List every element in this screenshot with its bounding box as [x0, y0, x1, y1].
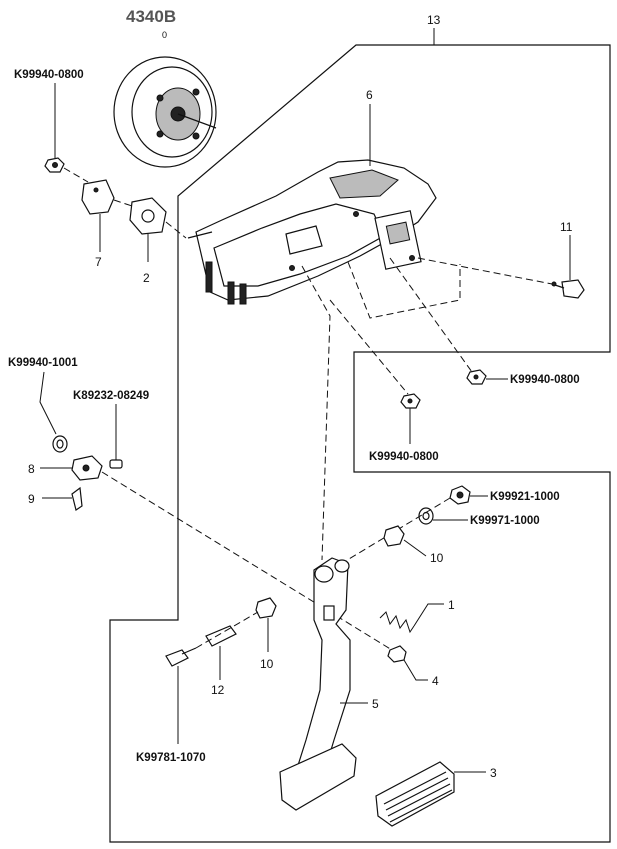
- callout-5: 5: [372, 697, 379, 711]
- brake-booster: [113, 56, 217, 168]
- sleeve-12: [205, 625, 237, 647]
- part-number-bottom: K99781-1070: [136, 752, 206, 764]
- callout-11: 11: [560, 220, 573, 234]
- callout-8: 8: [28, 462, 35, 476]
- callout-3: 3: [490, 766, 497, 780]
- callout-12: 12: [211, 683, 225, 697]
- part-number-left-1: K99940-1001: [8, 357, 78, 369]
- part-number-top-left: K99940-0800: [14, 69, 84, 81]
- bushing-10-left: [255, 597, 277, 619]
- part-number-left-2: K89232-08249: [73, 390, 149, 402]
- diagram-subtitle: 0: [162, 30, 167, 40]
- callout-4: 4: [432, 674, 439, 688]
- callout-6: 6: [366, 88, 373, 102]
- callout-10-left: 10: [260, 657, 274, 671]
- pin-left: [109, 459, 123, 469]
- nut-mid-right: [466, 369, 487, 385]
- callout-2: 2: [143, 271, 150, 285]
- part-number-nut: K99921-1000: [490, 491, 560, 503]
- nut-top-left: [44, 157, 65, 173]
- stop-lamp-switch-11: [551, 279, 585, 299]
- brake-pedal-5: [279, 557, 357, 811]
- callout-7: 7: [95, 255, 102, 269]
- bushing-10-right: [383, 525, 405, 547]
- callout-9: 9: [28, 492, 35, 506]
- nut-right: [449, 485, 471, 505]
- return-spring-1: [379, 611, 415, 634]
- bracket-7: [81, 179, 115, 215]
- assembly-frame: [109, 44, 611, 843]
- callout-10-right: 10: [430, 551, 444, 565]
- pedal-bracket-6: [187, 159, 437, 305]
- bolt-bottom: [165, 647, 197, 667]
- clip-9: [71, 486, 83, 511]
- washer-right: [418, 507, 434, 525]
- part-number-mid-lower: K99940-0800: [369, 451, 439, 463]
- clevis-8: [71, 455, 103, 481]
- part-number-washer: K99971-1000: [470, 515, 540, 527]
- part-number-mid-right: K99940-0800: [510, 374, 580, 386]
- bolt-4: [387, 645, 407, 663]
- gasket-2: [129, 197, 167, 235]
- pedal-pad-3: [375, 761, 455, 827]
- callout-1: 1: [448, 598, 455, 612]
- callout-13: 13: [427, 13, 441, 27]
- diagram-title: 4340B: [126, 7, 176, 26]
- nut-mid-lower: [400, 393, 421, 409]
- bushing-left: [52, 435, 68, 453]
